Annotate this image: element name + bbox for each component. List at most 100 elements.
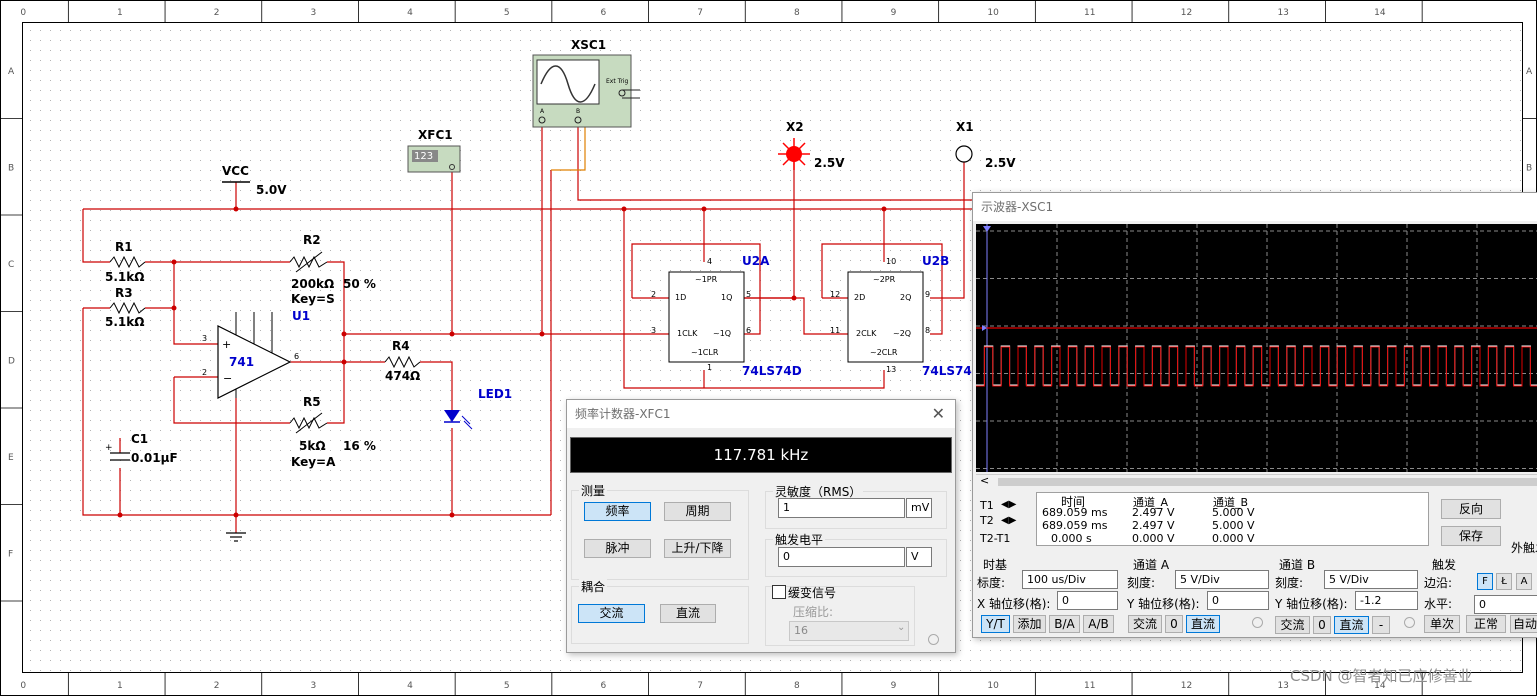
ruler-col-label: 8 — [794, 8, 800, 18]
ruler-col-label: 6 — [601, 681, 607, 691]
reverse-button[interactable]: 反向 — [1441, 499, 1501, 519]
add-mode-button[interactable]: 添加 — [1013, 615, 1046, 633]
u2a-pin5: 5 — [746, 290, 751, 299]
ruler-col-label: 7 — [697, 8, 703, 18]
ab-mode-button[interactable]: A/B — [1083, 615, 1114, 633]
channel-b-minus-button[interactable]: - — [1372, 616, 1390, 634]
freq-counter-title[interactable]: 频率计数器-XFC1 — [567, 400, 955, 428]
u2a-block[interactable] — [668, 271, 745, 363]
u1-part: 741 — [229, 355, 254, 369]
ruler-col-label: 14 — [1374, 8, 1386, 18]
ruler-col-label: 1 — [117, 8, 123, 18]
resize-grip-icon[interactable] — [928, 634, 939, 645]
frequency-button[interactable]: 频率 — [584, 502, 651, 521]
ruler-row-label: C — [8, 260, 14, 270]
edge-falling-button[interactable]: Ł — [1496, 573, 1512, 590]
opamp-u1[interactable]: + − — [217, 312, 292, 399]
u2b-pin10: 10 — [886, 257, 896, 266]
frequency-readout: 117.781 kHz — [570, 437, 952, 473]
u2a-q: 1Q — [721, 293, 732, 302]
svg-text:+: + — [222, 338, 231, 351]
timebase-scale-input[interactable]: 100 us/Div — [1022, 570, 1118, 589]
trigger-source-a-button[interactable]: A — [1516, 573, 1532, 590]
x2-probe[interactable] — [778, 138, 810, 170]
oscilloscope-window[interactable]: 示波器-XSC1 < T1 T2 T2-T1 ◀▶ ◀▶ 时间 通道_A 通道_… — [972, 192, 1537, 638]
u2b-pin12: 12 — [830, 290, 840, 299]
scrollbar-thumb[interactable] — [998, 478, 1537, 486]
t2-arrow-left-icon[interactable]: ◀▶ — [1001, 515, 1017, 526]
vcc-voltage: 5.0V — [256, 183, 287, 197]
u2b-block[interactable] — [847, 271, 924, 363]
x-position-label: X 轴位移(格): — [977, 597, 1051, 611]
x1-label: X1 — [956, 120, 974, 134]
period-button[interactable]: 周期 — [664, 502, 731, 521]
channel-b-ypos-input[interactable]: -1.2 — [1355, 591, 1418, 610]
r1-value: 5.1kΩ — [105, 270, 144, 284]
trigger-label: 触发 — [1432, 558, 1457, 572]
u2a-pin6: 6 — [746, 326, 751, 335]
channel-a-ypos-input[interactable]: 0 — [1207, 591, 1269, 610]
yt-mode-button[interactable]: Y/T — [981, 615, 1010, 633]
x1-probe[interactable] — [955, 145, 973, 163]
u2b-pr: ~2PR — [873, 275, 896, 284]
r2-percent: 50 % — [343, 277, 376, 291]
channel-a-zero-button[interactable]: 0 — [1165, 615, 1183, 633]
x1-voltage: 2.5V — [985, 156, 1016, 170]
ext-trigger-label: 外触发 — [1511, 541, 1537, 555]
ruler-col-label: 3 — [310, 681, 316, 691]
level-input[interactable]: 0 — [1474, 595, 1537, 614]
ruler-row-label: D — [8, 357, 15, 367]
channel-b-scale-input[interactable]: 5 V/Div — [1324, 570, 1418, 589]
u2b-pin11: 11 — [830, 326, 840, 335]
r5-label: R5 — [303, 395, 321, 409]
ruler-row-label: B — [8, 164, 14, 174]
save-button[interactable]: 保存 — [1441, 526, 1501, 546]
edge-rising-button[interactable]: F — [1477, 573, 1493, 590]
single-trigger-button[interactable]: 单次 — [1424, 615, 1460, 633]
sensitivity-label: 灵敏度（RMS） — [773, 483, 864, 500]
dc-coupling-button[interactable]: 直流 — [660, 604, 716, 623]
svg-text:+: + — [105, 443, 113, 453]
t2-t1-label: T2-T1 — [980, 532, 1011, 545]
xfc1-instrument[interactable] — [407, 145, 461, 173]
rise-fall-button[interactable]: 上升/下降 — [664, 539, 731, 558]
r3-value: 5.1kΩ — [105, 315, 144, 329]
channel-b-zero-button[interactable]: 0 — [1313, 616, 1331, 634]
channel-b-dc-button[interactable]: 直流 — [1334, 616, 1369, 634]
ac-coupling-button[interactable]: 交流 — [578, 604, 645, 623]
horizontal-scrollbar[interactable]: < — [976, 474, 1537, 489]
xsc1-instrument[interactable] — [532, 54, 640, 128]
oscilloscope-title[interactable]: 示波器-XSC1 — [973, 193, 1537, 221]
u2a-part: 74LS74D — [742, 364, 802, 378]
channel-a-ac-button[interactable]: 交流 — [1128, 615, 1162, 633]
channel-b-ac-button[interactable]: 交流 — [1275, 616, 1310, 634]
ba-mode-button[interactable]: B/A — [1049, 615, 1080, 633]
ruler-col-label: 5 — [504, 8, 510, 18]
x2-voltage: 2.5V — [814, 156, 845, 170]
t1-arrow-left-icon[interactable]: ◀▶ — [1001, 499, 1017, 510]
compression-select[interactable]: 16 — [789, 621, 909, 641]
row1-time: 689.059 ms — [1042, 506, 1108, 519]
trigger-level-unit[interactable]: V — [906, 547, 932, 567]
x-position-input[interactable]: 0 — [1057, 591, 1118, 610]
close-icon[interactable]: ✕ — [931, 404, 945, 423]
ruler-col-label: 0 — [20, 8, 26, 18]
sensitivity-unit[interactable]: mV — [906, 498, 932, 518]
led1-symbol[interactable] — [444, 410, 473, 430]
scroll-left-button[interactable]: < — [980, 474, 990, 487]
channel-a-scale-input[interactable]: 5 V/Div — [1175, 570, 1269, 589]
oscilloscope-screen[interactable] — [976, 224, 1537, 472]
trigger-level-input[interactable]: 0 — [778, 547, 905, 567]
resistor-symbols — [109, 251, 421, 434]
auto-trigger-button[interactable]: 自动 — [1510, 615, 1537, 633]
sensitivity-input[interactable]: 1 — [778, 498, 905, 518]
normal-trigger-button[interactable]: 正常 — [1466, 615, 1506, 633]
frequency-counter-window[interactable]: 频率计数器-XFC1 ✕ 117.781 kHz 测量 频率 周期 脉冲 上升/… — [566, 399, 956, 653]
ruler-col-label: 12 — [1181, 8, 1192, 18]
slow-signal-checkbox[interactable] — [772, 585, 786, 599]
col-time: 时间 — [1061, 495, 1086, 509]
channel-a-dc-button[interactable]: 直流 — [1186, 615, 1220, 633]
row3-cha: 0.000 V — [1132, 532, 1175, 545]
pulse-button[interactable]: 脉冲 — [584, 539, 651, 558]
measurement-table: 时间 通道_A 通道_B 689.059 ms 2.497 V 5.000 V … — [1036, 492, 1429, 546]
